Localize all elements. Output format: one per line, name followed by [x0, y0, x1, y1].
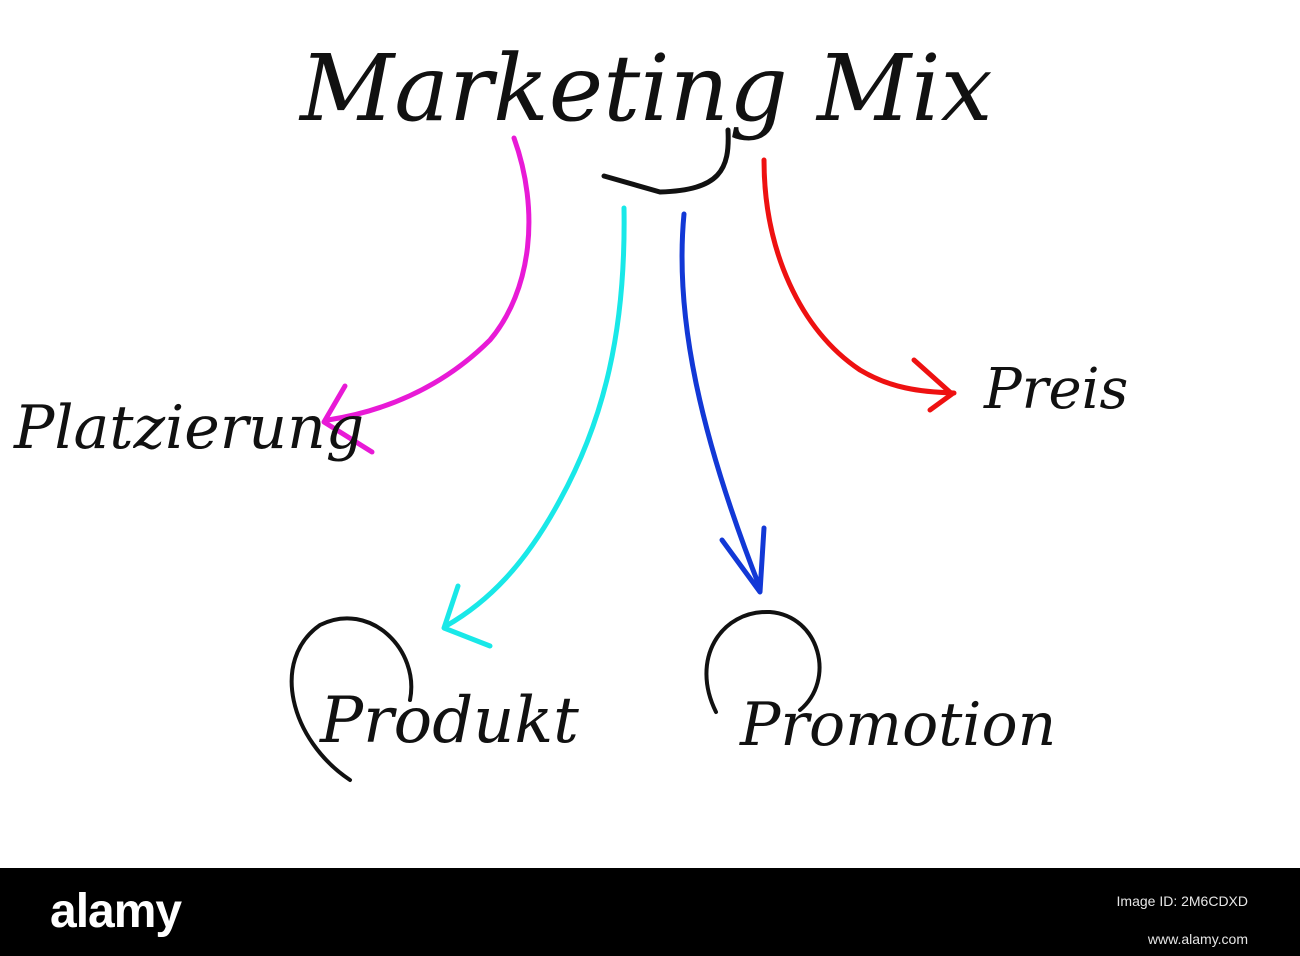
arrow-head [719, 525, 767, 595]
marketing-mix-diagram: Marketing Mix Platzierung Preis Produkt [13, 35, 1128, 782]
arrow-to-placement [321, 135, 532, 455]
footer-meta: Image ID: 2M6CDXD www.alamy.com [1117, 882, 1248, 956]
arrow-head [441, 583, 493, 649]
arrow-to-price [761, 157, 957, 413]
image-id-label: Image ID: 2M6CDXD [1116, 893, 1248, 909]
node-product: Produkt [319, 684, 579, 758]
arrow-to-product [441, 205, 627, 649]
arrow-to-promotion [679, 211, 767, 595]
arrow-line [761, 157, 957, 396]
website-label: www.alamy.com [1147, 931, 1248, 947]
node-price: Preis [983, 357, 1128, 422]
promotion-p-flourish [704, 609, 822, 714]
title-underline-hook [601, 127, 731, 195]
alamy-logo: alamy [50, 885, 182, 938]
diagram-title: Marketing Mix [298, 35, 993, 142]
arrow-head [911, 357, 955, 413]
arrow-line [325, 135, 532, 423]
stock-footer-bar: alamy Image ID: 2M6CDXD www.alamy.com [0, 868, 1300, 956]
node-promotion: Promotion [739, 690, 1056, 760]
node-placement: Platzierung [13, 393, 364, 463]
arrow-line [443, 205, 627, 629]
arrow-line [679, 211, 763, 591]
product-p-flourish [289, 616, 414, 782]
arrow-head [321, 383, 375, 455]
